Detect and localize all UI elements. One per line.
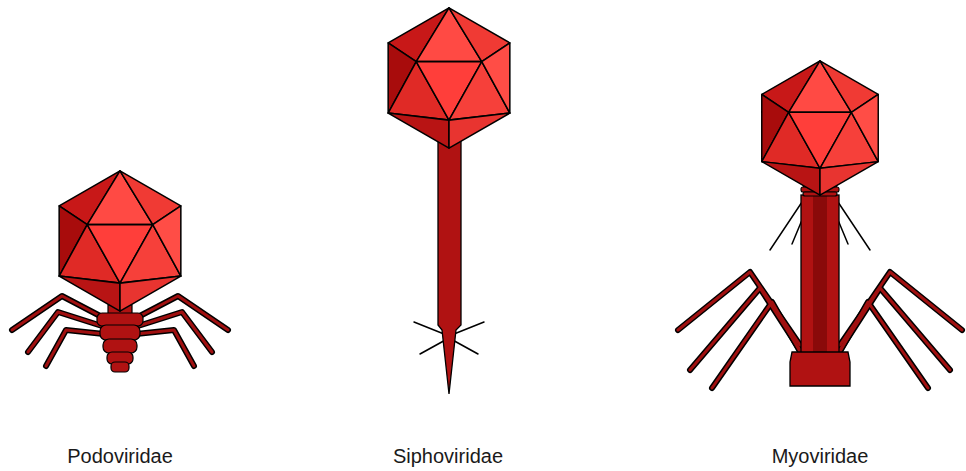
- myovirus-figure: [678, 61, 962, 388]
- family-label: Siphoviridae: [393, 444, 503, 468]
- podovirus-figure: [12, 171, 228, 372]
- family-label: Myoviridae: [772, 444, 869, 468]
- siphovirus-figure: [388, 8, 510, 394]
- family-label: Podoviridae: [67, 444, 173, 468]
- capsid-head: [388, 8, 510, 148]
- capsid-head: [59, 171, 181, 311]
- capsid-head: [762, 61, 878, 195]
